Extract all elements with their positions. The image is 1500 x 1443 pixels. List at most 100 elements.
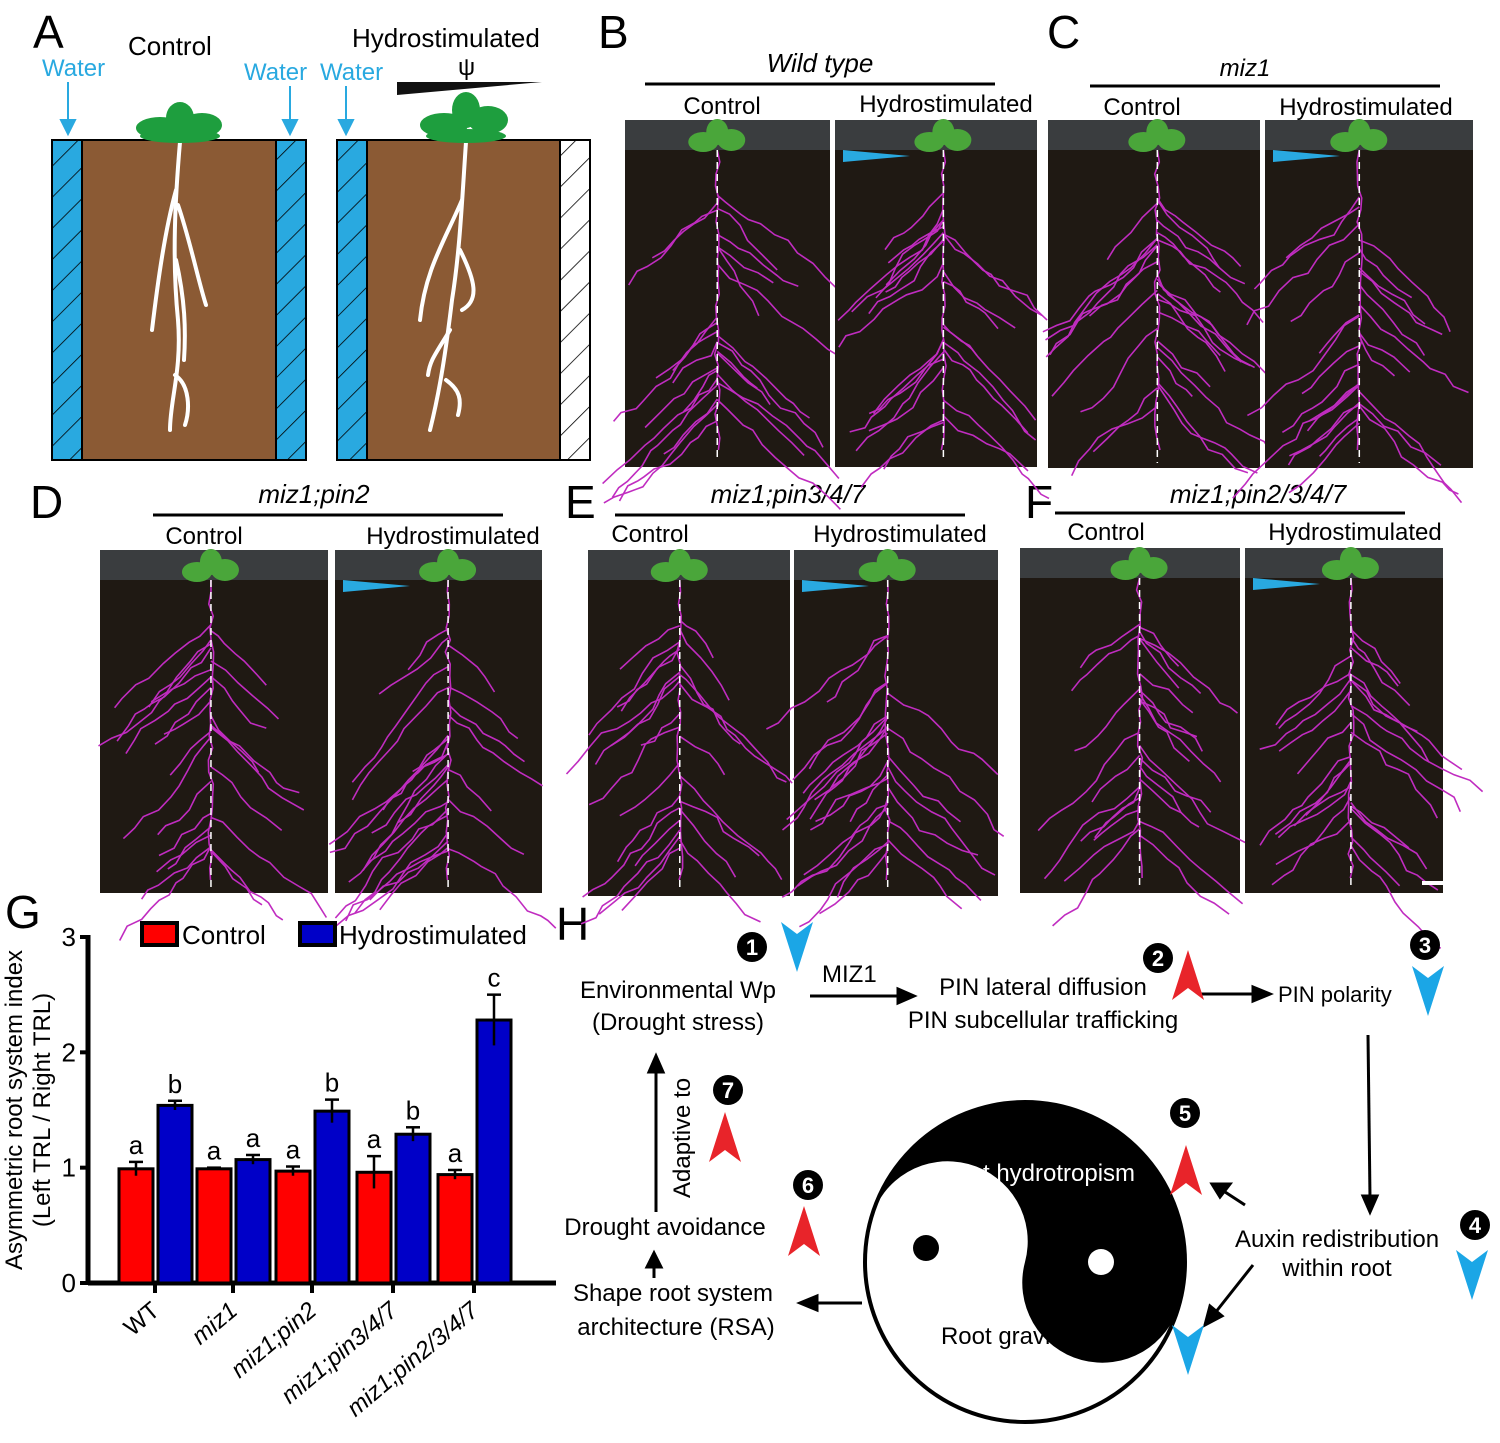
increase-arrow-icon [1170,1145,1202,1195]
root-photo [98,549,328,941]
decrease-arrow-icon [781,922,813,972]
panel-c-header: miz1 Control Hydrostimulated [1090,55,1453,121]
panel-label-c: C [1047,6,1080,58]
significance-letter: a [286,1135,301,1165]
model-diagram: Environmental Wp (Drought stress) MIZ1 P… [564,922,1490,1424]
hydro-label: Hydrostimulated [813,521,986,548]
control-label: Control [1103,94,1180,121]
panel-d-header: miz1;pin2 Control Hydrostimulated [153,479,540,550]
genotype-label: miz1 [1220,55,1271,82]
plant-rosette [1110,547,1168,580]
root-trace [1259,577,1484,950]
step-number-badge: 1 [737,932,767,962]
panel-e-header: miz1;pin3/4/7 Control Hydrostimulated [611,479,986,548]
water-label: Water [42,55,105,82]
panel-a-control-label: Control [128,31,212,61]
panel-label-d: D [30,476,63,528]
bar-hydrostimulated [156,1103,194,1285]
root-hydrotropism-label: Root hydrotropism [939,1160,1135,1187]
step-number-badge: 3 [1410,930,1440,960]
increase-arrow-icon [1172,950,1204,1000]
water-label: Water [320,59,383,86]
legend-label-hydro: Hydrostimulated [339,920,527,950]
root-schematic [418,140,476,432]
increase-arrow-icon [788,1206,820,1256]
env-wp-label: Environmental Wp [580,977,776,1004]
root-trace [1037,577,1255,927]
x-tick-label: WT [119,1297,165,1342]
bar-control [274,1169,312,1285]
water-gradient-marker [843,150,910,162]
drought-avoidance-label: Drought avoidance [564,1214,765,1241]
y-tick-label: 3 [62,922,76,952]
bar-control [436,1173,474,1285]
legend-label-control: Control [182,920,266,950]
step-number: 3 [1419,933,1431,958]
pin-polarity-label: PIN polarity [1278,982,1392,1007]
hydro-label: Hydrostimulated [1268,519,1441,546]
root-photos [98,119,1484,950]
water-gradient-marker [1253,578,1320,590]
shape-rsa-label: Shape root system [573,1280,773,1307]
root-photo [1042,119,1275,477]
within-root-label: within root [1281,1255,1392,1282]
y-tick-label: 2 [62,1037,76,1067]
soil [81,139,277,461]
auxin-redistribution-label: Auxin redistribution [1235,1226,1439,1253]
genotype-label: Wild type [767,48,874,78]
significance-letter: b [168,1069,182,1099]
rsa-label: architecture (RSA) [577,1314,774,1341]
legend-swatch-hydro [298,921,337,947]
significance-letter: b [406,1095,420,1125]
control-label: Control [165,523,242,550]
plant-rosette [420,92,508,143]
miz1-label: MIZ1 [822,961,877,988]
plant-rosette [858,549,916,582]
water-gradient-marker [1273,150,1340,162]
plant-rosette [914,119,972,152]
significance-letter: a [207,1136,222,1166]
control-label: Control [683,93,760,120]
y-tick-label: 0 [62,1268,76,1298]
root-trace [565,579,793,925]
plant-rosette [688,119,746,152]
hydro-label: Hydrostimulated [1279,94,1452,121]
pin-trafficking-label: PIN subcellular trafficking [908,1007,1178,1034]
plant-rosette [181,549,239,582]
panel-label-b: B [598,6,629,58]
bar-control [355,1170,393,1285]
root-trace [1042,149,1275,477]
step-number-badge: 2 [1143,943,1173,973]
step-number-badge: 6 [793,1170,823,1200]
root-photo [1245,547,1484,950]
step-number: 7 [722,1078,734,1103]
panel-label-e: E [565,476,596,528]
panel-label-a: A [33,6,64,58]
plant-rosette [1330,119,1388,152]
decrease-arrow-icon [1412,966,1444,1016]
panel-a-schematic: Control Hydrostimulated Water Water Wate… [42,23,591,461]
step-number: 4 [1469,1213,1482,1238]
plant-rosette [1128,119,1186,152]
psi-label: ψ [458,54,475,81]
root-gravitropism-label: Root gravitropism [941,1323,1129,1350]
water-label: Water [244,59,307,86]
control-label: Control [1067,519,1144,546]
yin-yang-symbol [863,1100,1187,1424]
flow-arrows [644,984,1380,1328]
significance-letter: a [129,1130,144,1160]
genotype-label: miz1;pin3/4/7 [711,479,867,509]
significance-letter: a [367,1124,382,1154]
significance-letter: c [488,963,501,993]
plant-rosette [650,549,708,582]
hydro-label: Hydrostimulated [859,91,1032,118]
root-schematic [150,140,208,432]
water-arrow-icon [59,82,355,137]
step-number: 1 [746,935,758,960]
root-photo [766,549,1005,928]
root-photo [1020,547,1255,927]
bar-control [195,1167,233,1285]
panel-label-h: H [556,898,589,950]
plant-rosette [1321,547,1379,580]
